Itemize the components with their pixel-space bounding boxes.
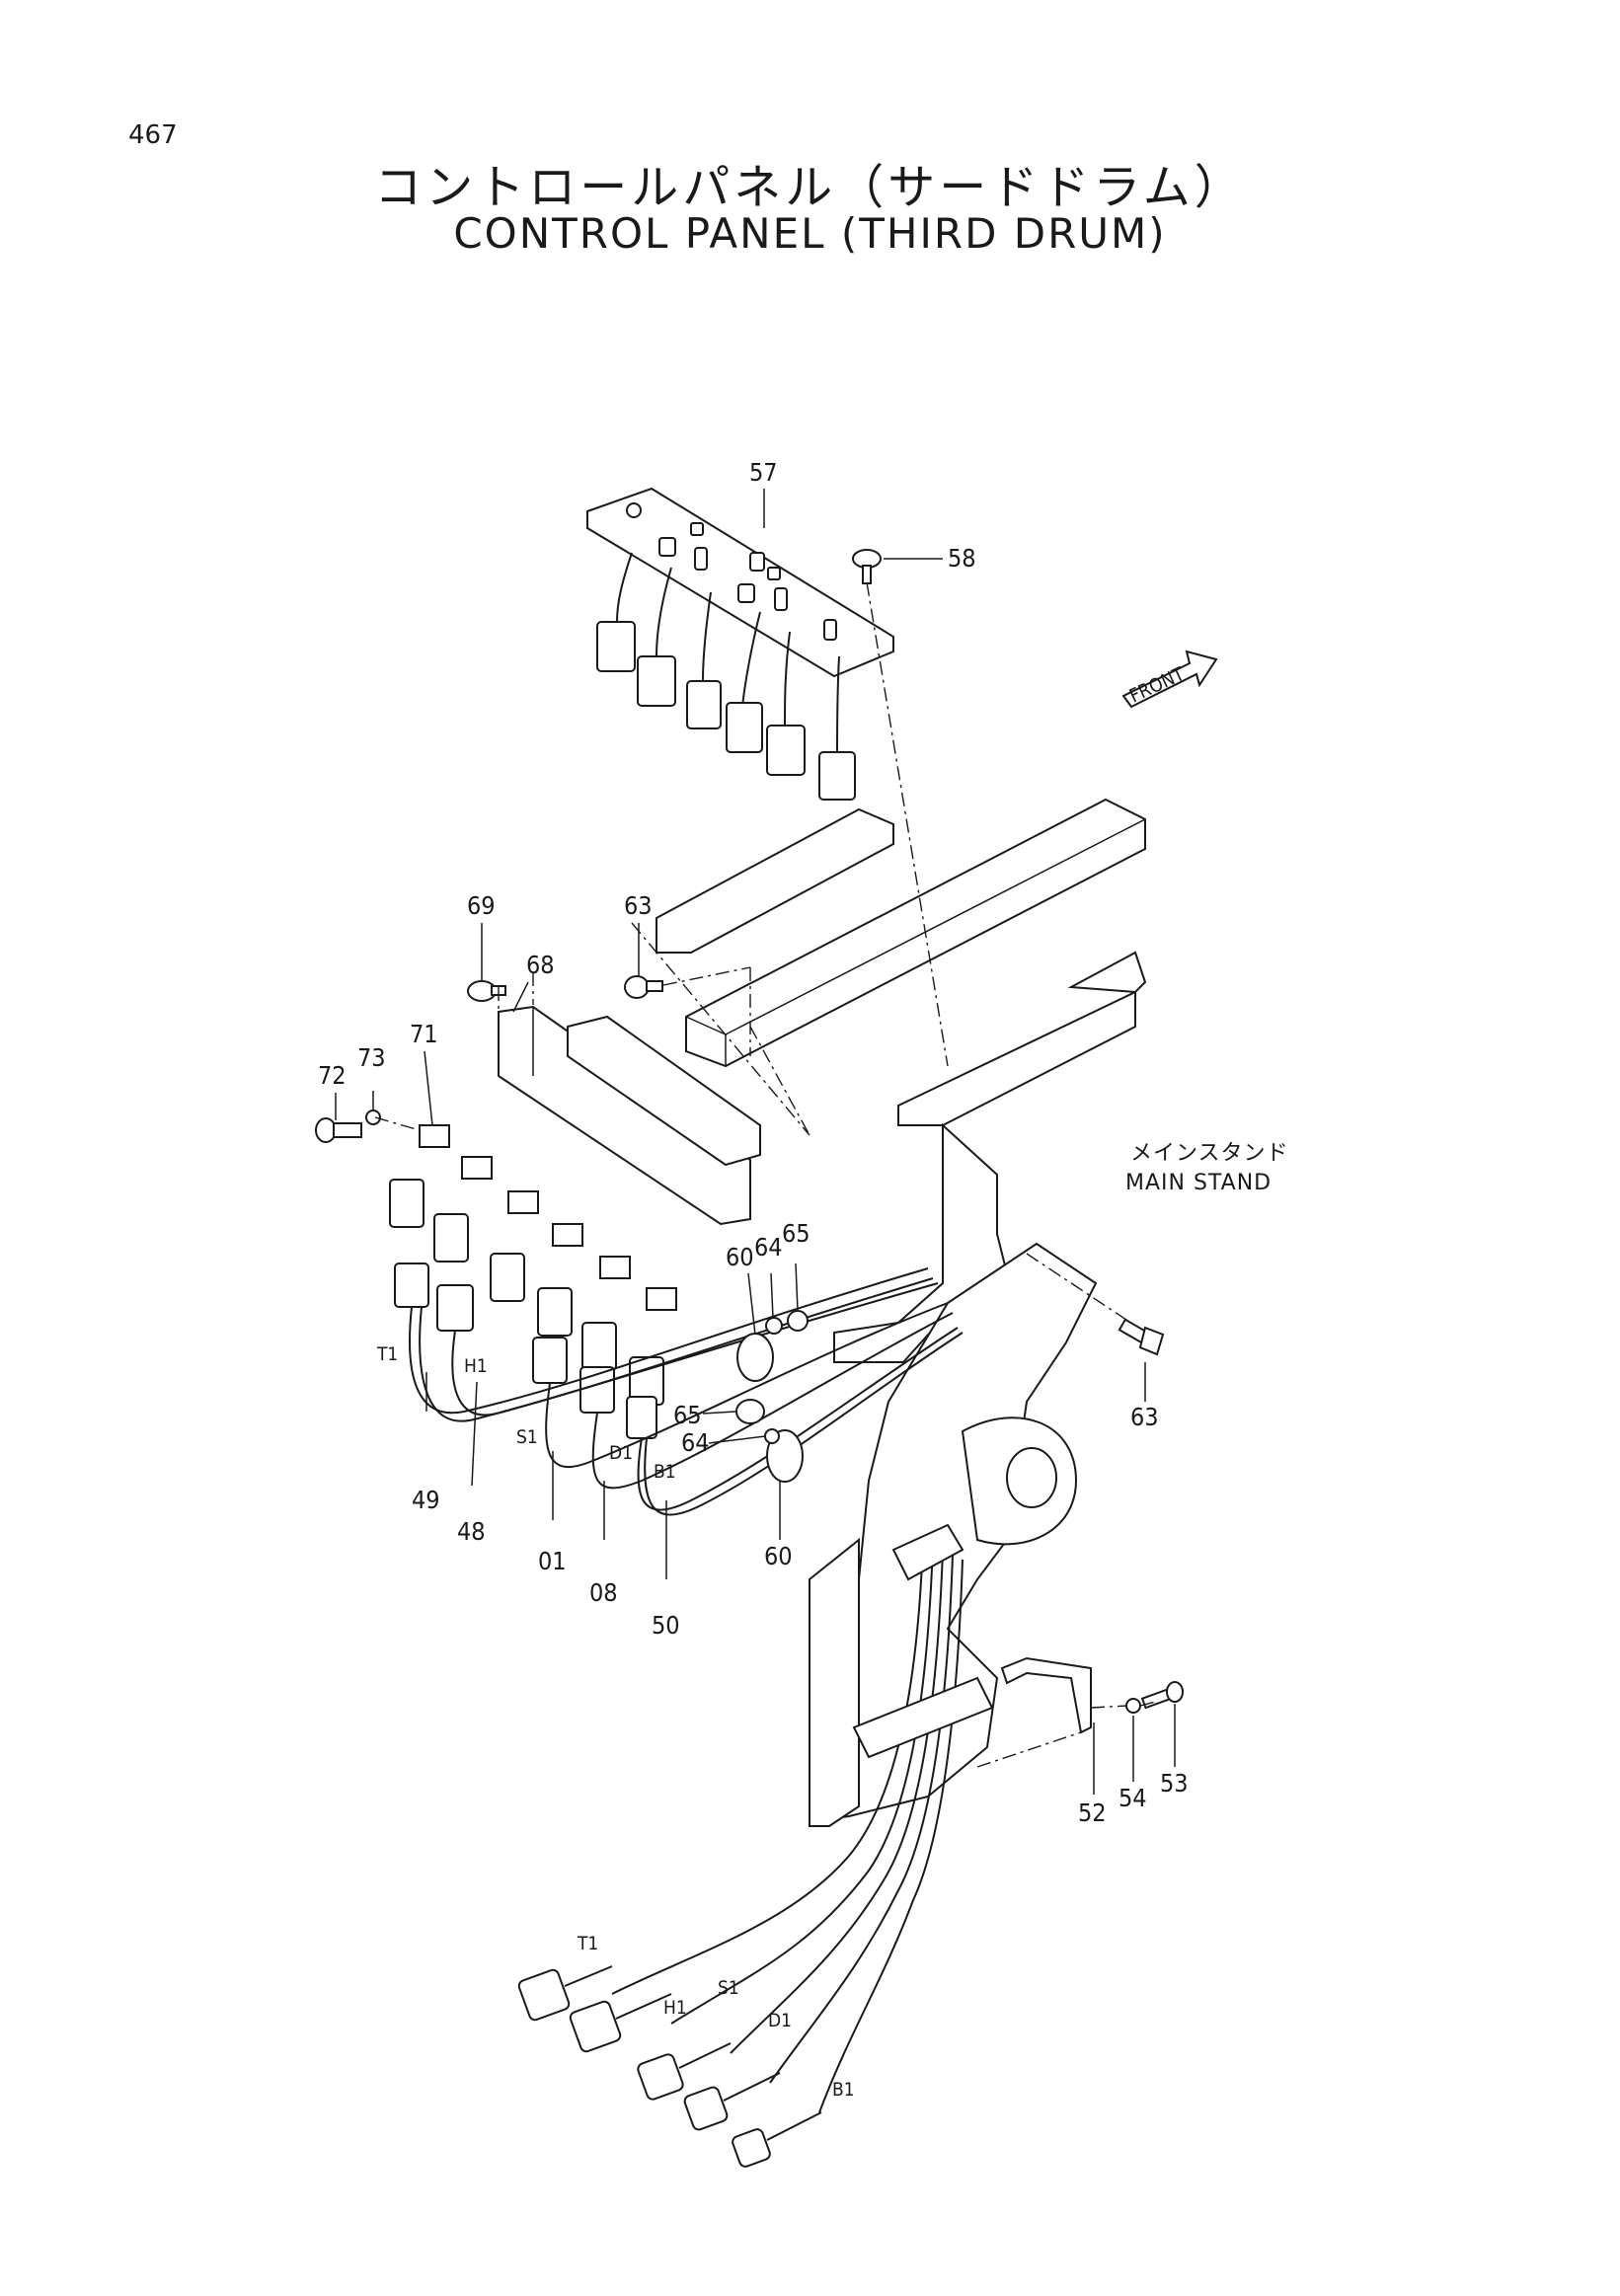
callout-72: 72 <box>318 1061 347 1090</box>
panel-harness <box>596 552 856 801</box>
washer-64-lower <box>764 1428 780 1444</box>
wire-tag-b1-upper: B1 <box>654 1461 676 1483</box>
wire-tag-h1-upper: H1 <box>464 1355 488 1377</box>
callout-58: 58 <box>948 544 976 573</box>
callout-57: 57 <box>749 458 778 487</box>
callout-68: 68 <box>526 951 555 979</box>
callout-73: 73 <box>357 1043 386 1072</box>
callout-63-lower: 63 <box>1130 1403 1159 1431</box>
callout-numbers: 57 58 69 63 68 71 72 73 60 64 65 63 65 6… <box>318 458 1189 1827</box>
wire-tag-t1-upper: T1 <box>376 1343 398 1365</box>
screw-72 <box>315 1110 381 1143</box>
callout-65-lower: 65 <box>673 1401 702 1429</box>
washer-64-upper <box>765 1317 783 1335</box>
stay-52 <box>1000 1656 1092 1734</box>
callout-60-lower: 60 <box>764 1542 793 1570</box>
bolt-58 <box>852 549 943 584</box>
callout-01: 01 <box>538 1547 567 1575</box>
harness-wires <box>394 1263 964 2113</box>
bracket-clips-71 <box>419 1124 677 1311</box>
callout-65-upper: 65 <box>782 1219 810 1248</box>
callout-54: 54 <box>1119 1784 1147 1812</box>
assembly-leader-lines <box>374 581 1156 1768</box>
bolt-63-upper <box>624 975 663 999</box>
title-english: CONTROL PANEL (THIRD DRUM) <box>453 209 1167 258</box>
wire-tag-b1-lower: B1 <box>832 2079 855 2101</box>
bolt-63-lower <box>1118 1318 1165 1356</box>
callout-71: 71 <box>410 1020 438 1048</box>
panel-switches <box>626 502 837 641</box>
main-stand-label-en: MAIN STAND <box>1125 1171 1272 1195</box>
callout-48: 48 <box>457 1517 486 1546</box>
wire-tag-t1-lower: T1 <box>577 1933 598 1954</box>
callout-leaders <box>335 489 1176 1795</box>
callout-63-upper: 63 <box>624 891 653 920</box>
front-label: FRONT <box>1126 663 1189 708</box>
callout-50: 50 <box>652 1611 680 1640</box>
callout-64-upper: 64 <box>754 1233 783 1262</box>
cable-band <box>852 1523 994 1759</box>
callout-49: 49 <box>412 1486 440 1514</box>
callout-52: 52 <box>1078 1799 1107 1827</box>
page-number: 467 <box>128 120 178 150</box>
nut-65-lower <box>735 1399 765 1424</box>
wire-tag-s1-upper: S1 <box>516 1426 538 1448</box>
control-panel-plate <box>586 487 894 801</box>
main-stand-label-jp: メインスタンド <box>1130 1141 1289 1166</box>
clamp-60-upper <box>736 1333 774 1382</box>
clamp-60-lower <box>766 1429 804 1483</box>
wire-tag-h1-lower: H1 <box>663 1997 687 2019</box>
wire-tags: T1 H1 S1 D1 B1 T1 H1 S1 D1 B1 <box>376 1343 855 2101</box>
nut-65-upper <box>787 1310 809 1332</box>
wire-tag-s1-lower: S1 <box>718 1977 739 1999</box>
callout-08: 08 <box>589 1578 618 1607</box>
wire-tag-d1-lower: D1 <box>768 2010 792 2031</box>
callout-64-lower: 64 <box>681 1428 710 1457</box>
washer-54 <box>1125 1698 1141 1714</box>
callout-53: 53 <box>1160 1769 1189 1798</box>
bolt-69 <box>467 980 506 1002</box>
front-arrow-icon: FRONT <box>1121 650 1218 709</box>
connector-bracket-68 <box>389 1005 761 1406</box>
wire-tag-d1-upper: D1 <box>609 1442 633 1464</box>
bottom-connectors <box>517 1965 822 2168</box>
callout-60-upper: 60 <box>726 1243 754 1271</box>
callout-69: 69 <box>467 891 496 920</box>
title-japanese: コントロールパネル（サードドラム） <box>374 160 1246 215</box>
